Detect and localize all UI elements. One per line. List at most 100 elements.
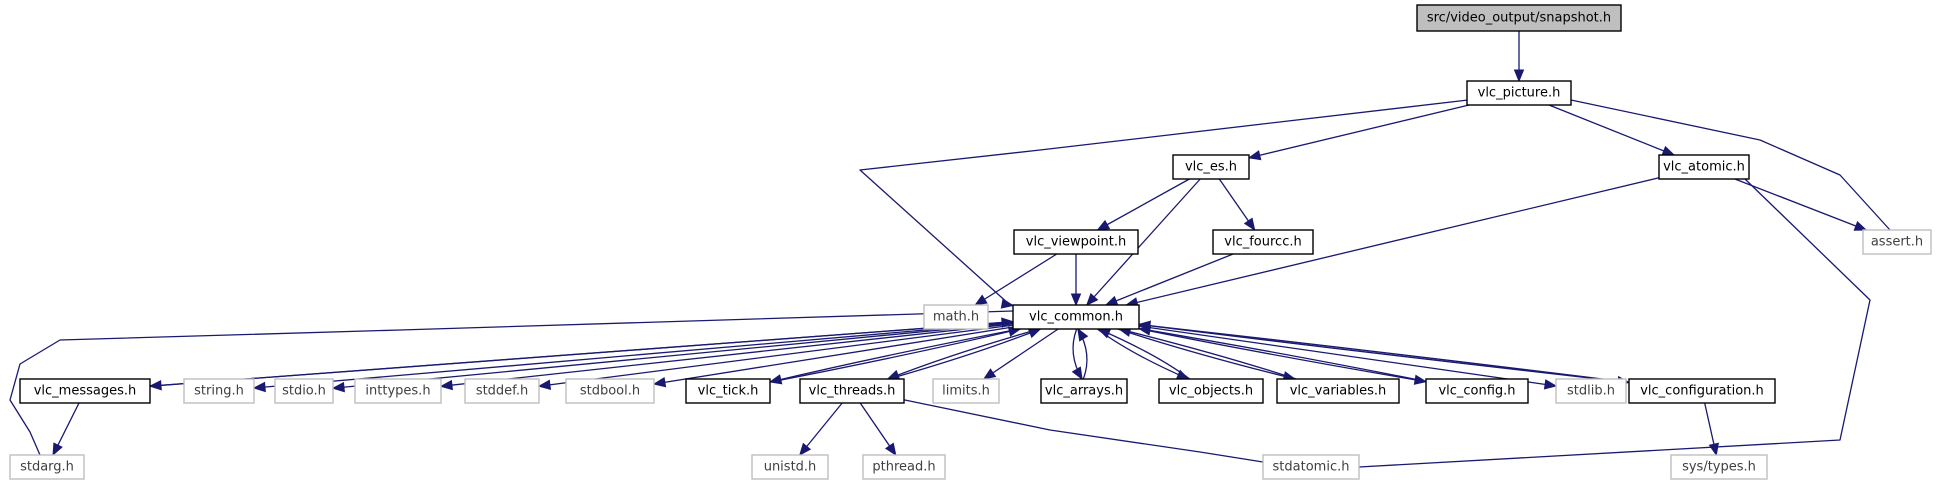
- arrowhead: [1071, 366, 1083, 381]
- edge-vlc-threads-h-to-stdatomic-h: [899, 398, 1264, 463]
- node-stdio-h: stdio.h: [274, 378, 334, 404]
- edge-vlc-common-h-to-vlc-variables-h: [1117, 328, 1297, 382]
- node-box: [862, 454, 946, 480]
- node-vlc-fourcc-h[interactable]: vlc_fourcc.h: [1212, 229, 1314, 255]
- node-label: vlc_es.h: [1185, 160, 1237, 175]
- node-src-video-output-snapshot-h[interactable]: src/video_output/snapshot.h: [1416, 4, 1622, 32]
- node-label: vlc_threads.h: [809, 384, 896, 399]
- node-vlc-viewpoint-h[interactable]: vlc_viewpoint.h: [1013, 229, 1139, 255]
- node-label: limits.h: [942, 384, 990, 399]
- arrowhead: [768, 374, 783, 385]
- include-arrow-line: [1358, 178, 1871, 468]
- include-arrow-line: [974, 253, 1058, 306]
- include-arrow-line: [1138, 323, 1630, 384]
- node-box: [1466, 80, 1572, 106]
- edge-vlc-variables-h-to-vlc-common-h: [1117, 326, 1297, 380]
- edge-vlc-common-h-to-vlc-configuration-h: [1138, 323, 1631, 387]
- arrowhead: [974, 294, 988, 306]
- arrowhead: [1513, 69, 1525, 83]
- node-box: [274, 378, 334, 404]
- edge-vlc-threads-h-to-unistd-h: [798, 402, 843, 457]
- include-arrow-line: [1138, 327, 1427, 383]
- include-arrow-line: [899, 398, 1264, 463]
- node-vlc-common-h[interactable]: vlc_common.h: [1012, 304, 1140, 330]
- node-vlc-config-h[interactable]: vlc_config.h: [1425, 378, 1529, 404]
- edge-vlc-picture-h-to-vlc-es-h: [1247, 104, 1470, 161]
- node-vlc-configuration-h[interactable]: vlc_configuration.h: [1628, 378, 1776, 404]
- node-string-h: string.h: [183, 378, 255, 404]
- node-vlc-atomic-h[interactable]: vlc_atomic.h: [1658, 154, 1750, 180]
- node-vlc-es-h[interactable]: vlc_es.h: [1172, 154, 1250, 180]
- node-label: stdbool.h: [580, 384, 640, 399]
- node-box: [923, 304, 989, 330]
- arrowhead: [1001, 317, 1015, 328]
- arrowhead: [252, 381, 266, 393]
- edge-vlc-atomic-h-to-assert-h: [1734, 178, 1868, 231]
- node-label: vlc_atomic.h: [1663, 160, 1745, 175]
- header-nodes: src/video_output/snapshot.h vlc_picture.h…: [9, 4, 1932, 480]
- node-label: math.h: [933, 310, 979, 325]
- node-box: [1013, 229, 1139, 255]
- edge-vlc-common-h-to-stddef-h: [537, 324, 1014, 390]
- arrowhead: [1027, 328, 1042, 339]
- node-box: [1276, 378, 1400, 404]
- node-box: [1040, 378, 1128, 404]
- arrowhead: [884, 442, 897, 457]
- include-arrow-line: [769, 328, 1021, 383]
- node-box: [565, 378, 655, 404]
- node-assert-h: assert.h: [1862, 229, 1932, 255]
- node-vlc-picture-h[interactable]: vlc_picture.h: [1466, 80, 1572, 106]
- node-vlc-messages-h[interactable]: vlc_messages.h: [19, 378, 151, 404]
- node-vlc-threads-h[interactable]: vlc_threads.h: [799, 378, 905, 404]
- edge-vlc-atomic-h-to-vlc-common-h: [1124, 177, 1660, 308]
- include-arrow-line: [1097, 178, 1190, 231]
- include-arrow-line: [1138, 325, 1557, 387]
- node-math-h: math.h: [923, 304, 989, 330]
- node-vlc-variables-h[interactable]: vlc_variables.h: [1276, 378, 1400, 404]
- arrowhead: [1243, 217, 1256, 232]
- node-box: [183, 378, 255, 404]
- arrowhead: [439, 379, 454, 391]
- arrowhead: [1247, 150, 1262, 161]
- arrowhead: [1097, 328, 1112, 339]
- node-vlc-arrays-h[interactable]: vlc_arrays.h: [1040, 378, 1128, 404]
- edge-vlc-common-h-to-inttypes-h: [439, 323, 1014, 391]
- arrowhead: [652, 377, 667, 388]
- include-arrow-line: [888, 328, 1041, 380]
- include-arrow-line: [1126, 177, 1660, 306]
- node-label: vlc_fourcc.h: [1224, 235, 1301, 250]
- include-arrow-line: [653, 326, 1014, 385]
- node-box: [932, 378, 1000, 404]
- arrowhead: [1070, 293, 1082, 307]
- node-label: vlc_tick.h: [698, 384, 759, 399]
- arrowhead: [1708, 442, 1719, 457]
- node-label: stddef.h: [476, 384, 528, 399]
- node-box: [1262, 454, 1360, 480]
- edge-vlc-es-h-to-vlc-common-h: [1085, 178, 1201, 306]
- node-limits-h: limits.h: [932, 378, 1000, 404]
- arrowhead: [52, 442, 63, 457]
- node-vlc-objects-h[interactable]: vlc_objects.h: [1158, 378, 1264, 404]
- node-box: [1172, 154, 1250, 180]
- arrowhead: [1077, 327, 1089, 342]
- node-box: [1212, 229, 1314, 255]
- node-box: [1658, 154, 1750, 180]
- edge-vlc-messages-h-to-vlc-common-h: [149, 317, 1015, 387]
- include-arrow-line: [1105, 253, 1234, 306]
- include-arrow-line: [1248, 104, 1470, 159]
- include-arrow-line: [1548, 104, 1675, 156]
- edge-vlc-common-h-to-vlc-arrays-h: [1071, 328, 1083, 381]
- node-box: [751, 454, 829, 480]
- arrowhead: [1085, 292, 1099, 306]
- arrowhead: [1096, 219, 1111, 231]
- node-label: stdatomic.h: [1273, 460, 1350, 475]
- node-vlc-tick-h[interactable]: vlc_tick.h: [685, 378, 771, 404]
- arrowhead: [1000, 298, 1015, 309]
- node-label: unistd.h: [764, 460, 817, 475]
- edge-vlc-atomic-h-to-stdatomic-h: [1358, 178, 1871, 468]
- include-arrow-line: [1138, 328, 1427, 383]
- node-label: assert.h: [1871, 235, 1923, 250]
- edge-vlc-common-h-to-stdlib-h: [1138, 325, 1558, 390]
- node-stdatomic-h: stdatomic.h: [1262, 454, 1360, 480]
